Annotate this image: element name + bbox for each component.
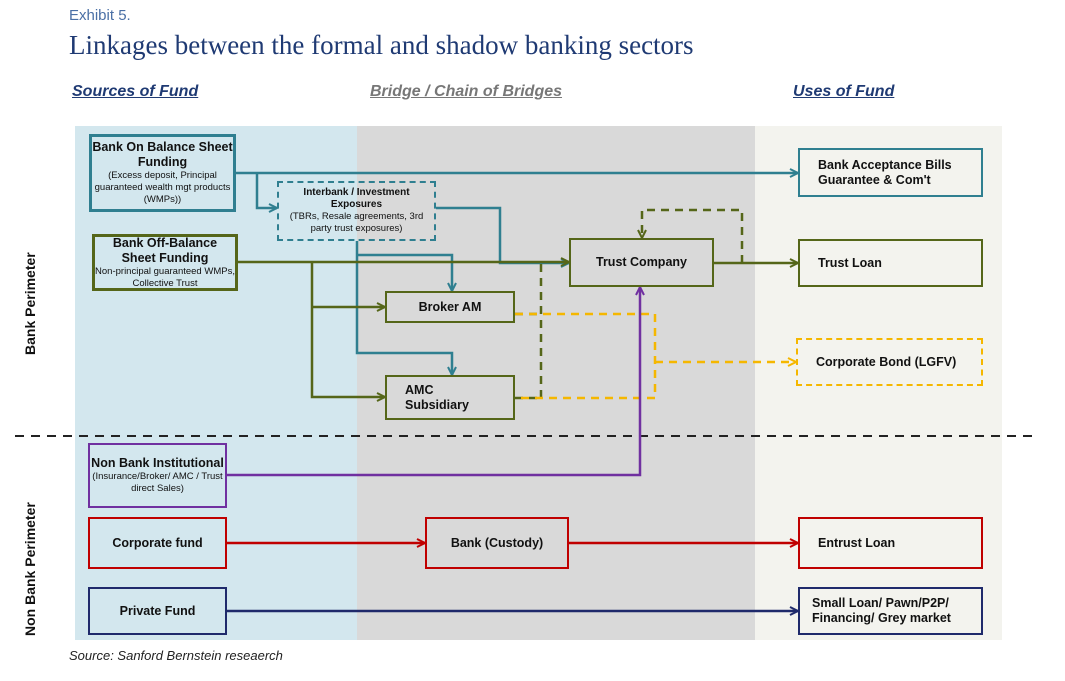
source-note: Source: Sanford Bernstein reseaerch xyxy=(69,648,283,663)
box-bank-custody: Bank (Custody) xyxy=(425,517,569,569)
box-title: Non Bank Institutional xyxy=(91,456,224,471)
box-corporate-fund: Corporate fund xyxy=(88,517,227,569)
box-sub: (Insurance/Broker/ AMC / Trust direct Sa… xyxy=(92,471,223,494)
box-bank-acceptance: Bank Acceptance Bills Guarantee & Com't xyxy=(798,148,983,197)
box-corporate-bond: Corporate Bond (LGFV) xyxy=(796,338,983,386)
header-uses: Uses of Fund xyxy=(793,83,895,100)
box-entrust-loan: Entrust Loan xyxy=(798,517,983,569)
box-title: Bank Off-Balance Sheet Funding xyxy=(112,235,218,265)
purple-arrow-trust xyxy=(227,287,640,477)
box-amc: AMC Subsidiary xyxy=(385,375,515,420)
exhibit-label: Exhibit 5. xyxy=(69,7,131,24)
side-label-non-bank: Non Bank Perimeter xyxy=(22,502,38,636)
box-off-balance: Bank Off-Balance Sheet Funding Non-princ… xyxy=(92,234,238,291)
side-label-bank: Bank Perimeter xyxy=(22,252,38,355)
box-on-balance: Bank On Balance Sheet Funding (Excess de… xyxy=(89,134,236,212)
box-small-loan: Small Loan/ Pawn/P2P/ Financing/ Grey ma… xyxy=(798,587,983,635)
header-sources: Sources of Fund xyxy=(72,83,199,100)
box-interbank: Interbank / Investment Exposures (TBRs, … xyxy=(277,181,436,241)
page-title: Linkages between the formal and shadow b… xyxy=(69,30,694,60)
yellow-dashed-bracket xyxy=(515,312,657,400)
box-broker-am: Broker AM xyxy=(385,291,515,323)
box-title: Interbank / Investment Exposures xyxy=(303,187,410,211)
teal-arrow-broker xyxy=(357,253,452,291)
olive-dashed-loop xyxy=(642,208,744,263)
bridge-panel xyxy=(357,126,755,640)
box-sub: Non-principal guaranteed WMPs, Collectiv… xyxy=(95,265,235,289)
box-title: Bank On Balance Sheet Funding xyxy=(92,140,233,170)
box-trust-loan: Trust Loan xyxy=(798,239,983,287)
teal-arrow-interbank xyxy=(255,173,277,208)
box-non-bank: Non Bank Institutional (Insurance/Broker… xyxy=(88,443,227,508)
box-sub: (TBRs, Resale agreements, 3rd party trus… xyxy=(289,211,424,234)
box-trust-company: Trust Company xyxy=(569,238,714,287)
teal-arrow-amc xyxy=(355,241,452,375)
box-private-fund: Private Fund xyxy=(88,587,227,635)
box-sub: (Excess deposit, Principal guaranteed we… xyxy=(94,170,231,205)
header-bridge: Bridge / Chain of Bridges xyxy=(370,83,563,100)
